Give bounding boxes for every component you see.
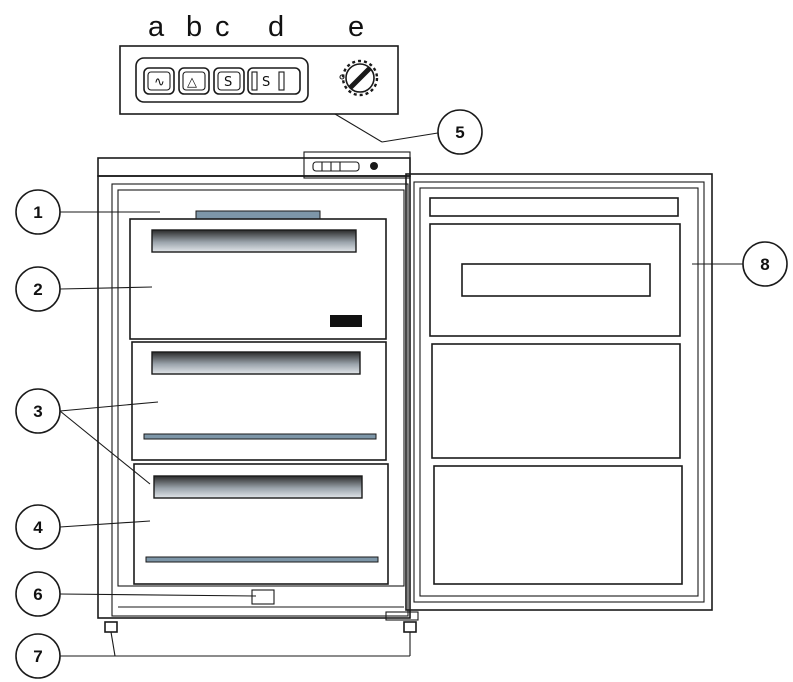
top-panel	[97, 157, 411, 177]
drawer-bottom	[133, 463, 389, 585]
door-panel-top	[429, 223, 681, 337]
callout-6-label: 6	[33, 585, 42, 604]
door-outer	[405, 173, 713, 611]
control-panel-zoom-box	[303, 151, 411, 179]
leader-7-left-foot	[110, 631, 116, 657]
thermostat-dial-icon	[339, 59, 379, 97]
letter-d: d	[268, 11, 284, 43]
button-d-right-tab	[278, 71, 285, 91]
mini-thermostat-dial-icon	[370, 162, 378, 170]
defrost-drain	[251, 589, 275, 605]
callout-2: 2	[15, 266, 61, 312]
drawer-middle	[131, 341, 387, 461]
leader-3a	[59, 401, 159, 412]
drawer-label-slot	[330, 315, 362, 327]
door-label-plate	[461, 263, 651, 297]
mini-button-strip	[312, 161, 360, 172]
leader-lines	[59, 211, 744, 657]
leader-6	[59, 593, 257, 597]
leader-4	[59, 520, 151, 528]
door-top-strip	[429, 197, 679, 217]
button-strip	[135, 57, 309, 103]
cabinet-outer	[97, 175, 411, 619]
callout-4: 4	[15, 504, 61, 550]
callout-8: 8	[742, 241, 788, 287]
door-seal-inner	[419, 187, 699, 597]
drawer-top-handle	[151, 229, 357, 253]
door-seal-outer	[413, 181, 705, 603]
foot-left	[104, 621, 118, 633]
alarm-triangle-icon: △	[187, 75, 197, 90]
callout-3-label: 3	[33, 402, 42, 421]
callout-5: 5	[437, 109, 483, 155]
super-freeze-switch-icon: S	[262, 75, 270, 90]
super-freeze-icon: S	[224, 75, 232, 90]
letter-c: c	[215, 11, 230, 43]
drawer-middle-bottom-rail	[143, 433, 377, 440]
control-panel-outer	[119, 45, 399, 115]
leader-3b	[59, 410, 151, 485]
cabinet-inner-frame	[111, 183, 409, 617]
callout-1: 1	[15, 189, 61, 235]
control-panel-enlarged: ∿ △ S S	[119, 45, 399, 115]
door-panel-middle	[431, 343, 681, 459]
control-letters: a b c d e	[148, 11, 364, 43]
callout-5-label: 5	[455, 123, 464, 142]
freezer-cabinet	[97, 151, 419, 633]
callout-6: 6	[15, 571, 61, 617]
leader-5	[381, 131, 445, 143]
wave-icon: ∿	[154, 75, 165, 90]
callout-1-label: 1	[33, 203, 42, 222]
callout-2-label: 2	[33, 280, 42, 299]
drawer-top	[129, 218, 387, 340]
leader-2	[59, 286, 153, 290]
door-panel-bottom	[433, 465, 683, 585]
callout-3: 3	[15, 388, 61, 434]
letter-e: e	[348, 11, 364, 43]
letter-b: b	[186, 11, 202, 43]
drawer-bottom-handle	[153, 475, 363, 499]
button-d-left-tab	[251, 71, 258, 91]
callout-4-label: 4	[33, 518, 43, 537]
cabinet-liner	[117, 189, 405, 587]
button-b	[178, 67, 210, 95]
button-a-inner	[147, 71, 171, 91]
door-hinge	[385, 611, 419, 621]
button-c	[213, 67, 245, 95]
drawer-bottom-bottom-rail	[145, 556, 379, 563]
letter-a: a	[148, 11, 165, 43]
button-b-inner	[182, 71, 206, 91]
leader-panel-zoom	[334, 113, 383, 143]
button-c-inner	[217, 71, 241, 91]
freezer-door	[405, 173, 713, 611]
callout-7: 7	[15, 633, 61, 679]
callout-8-label: 8	[760, 255, 769, 274]
button-a	[143, 67, 175, 95]
foot-right	[403, 621, 417, 633]
drawer-middle-handle	[151, 351, 361, 375]
callout-7-label: 7	[33, 647, 42, 666]
top-shelf-rail	[195, 210, 321, 220]
button-d	[247, 67, 301, 95]
